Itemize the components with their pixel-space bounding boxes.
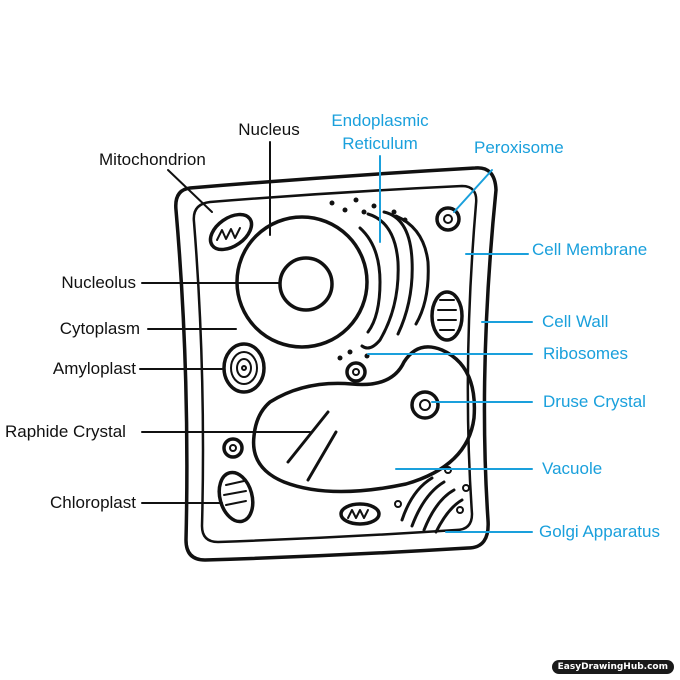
druse-crystal-shape [410,390,440,420]
label-amyloplast: Amyloplast [52,359,136,378]
peroxisome-shape [435,206,461,232]
peroxisome-core [443,214,453,224]
label-cell-membrane: Cell Membrane [532,240,648,259]
label-cell-wall: Cell Wall [542,312,609,331]
label-er-line1: Endoplasmic [331,111,429,130]
label-ribosomes: Ribosomes [543,344,629,363]
label-raphide-crystal: Raphide Crystal [5,422,126,441]
amyloplast-shape [222,342,266,394]
druse-crystal-core [419,399,431,411]
credit-badge: EasyDrawingHub.com [551,660,674,674]
leader-lines-left [139,141,311,504]
nucleolus-shape [278,256,334,312]
vesicle-core [352,368,360,376]
ribosome-dots [329,197,408,361]
label-golgi-apparatus: Golgi Apparatus [539,522,660,541]
small-vesicle-left [222,437,244,459]
cell-wall-outline [174,166,498,562]
mitochondrion-small-shape [339,502,381,526]
label-vacuole: Vacuole [542,459,603,478]
small-vesicle-left-core [229,444,237,452]
vacuole-shape [251,345,477,494]
label-peroxisome: Peroxisome [474,138,564,157]
plastid-right-shape [430,290,464,342]
mitochondrion-shape [208,212,254,252]
label-er-line2: Reticulum [342,134,418,153]
golgi-shape [394,466,470,534]
leader-lines-right [367,155,533,533]
label-chloroplast: Chloroplast [50,493,136,512]
label-cytoplasm: Cytoplasm [59,319,140,338]
chloroplast-shape [217,470,255,524]
raphide-crystal-shape [286,410,338,482]
label-druse-crystal: Druse Crystal [543,392,646,411]
er-shape [358,210,430,350]
vesicle-shape [345,361,367,383]
label-nucleus: Nucleus [238,120,300,139]
label-nucleolus: Nucleolus [61,273,136,292]
label-mitochondrion: Mitochondrion [99,150,206,169]
cell-membrane-outline [192,184,478,544]
